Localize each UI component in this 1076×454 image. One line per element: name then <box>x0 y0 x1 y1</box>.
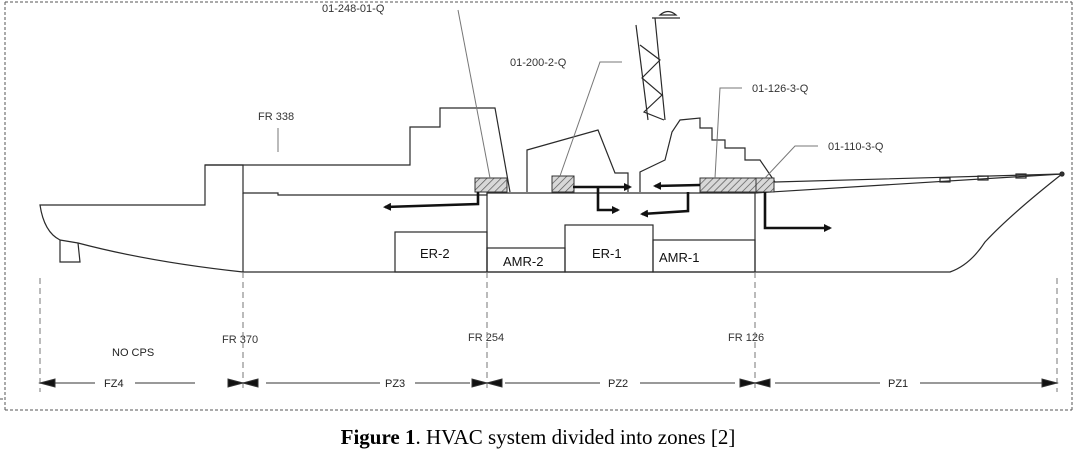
arrow-down-mid <box>596 187 620 214</box>
zone-label-pz1: PZ1 <box>888 378 908 390</box>
arrow-lower-left <box>640 192 690 218</box>
compartment-label-01-200: 01-200-2-Q <box>510 57 567 69</box>
compartment-hatch-248 <box>474 177 508 193</box>
airflow-arrows <box>383 181 832 232</box>
figure-caption-text: . HVAC system divided into zones [2] <box>415 425 736 449</box>
zone-dimension-line <box>38 378 1059 388</box>
room-label-er1: ER-1 <box>592 246 622 261</box>
room-label-er2: ER-2 <box>420 246 450 261</box>
frame-label-338: FR 338 <box>258 111 294 123</box>
room-label-amr2: AMR-2 <box>503 254 543 269</box>
arrow-bow <box>763 192 832 232</box>
ship-hull <box>39 10 1065 273</box>
zone-label-pz2: PZ2 <box>608 378 628 390</box>
dashed-border <box>0 1 1073 411</box>
frame-extension-lines <box>39 272 1058 392</box>
frame-label-370: FR 370 <box>222 334 258 346</box>
compartment-label-01-126: 01-126-3-Q <box>752 83 809 95</box>
figure-caption: Figure 1. HVAC system divided into zones… <box>0 425 1076 450</box>
compartment-hatch-110 <box>755 177 775 193</box>
no-cps-label: NO CPS <box>112 347 154 359</box>
figure-caption-label: Figure 1 <box>340 425 416 449</box>
frame-label-126: FR 126 <box>728 332 764 344</box>
zone-label-fz4: FZ4 <box>104 378 124 390</box>
zone-label-pz3: PZ3 <box>385 378 405 390</box>
machinery-spaces <box>242 193 756 273</box>
room-label-amr1: AMR-1 <box>659 250 699 265</box>
frame-label-254: FR 254 <box>468 332 504 344</box>
compartment-label-top: 01-248-01-Q <box>322 3 385 15</box>
hatched-compartments <box>474 175 775 193</box>
compartment-hatch-126 <box>699 177 757 193</box>
arrow-center-left <box>653 181 701 190</box>
leader-lines <box>277 9 818 179</box>
arrow-aft <box>383 192 480 211</box>
compartment-label-01-110: 01-110-3-Q <box>828 141 884 153</box>
compartment-hatch-200 <box>551 175 575 193</box>
